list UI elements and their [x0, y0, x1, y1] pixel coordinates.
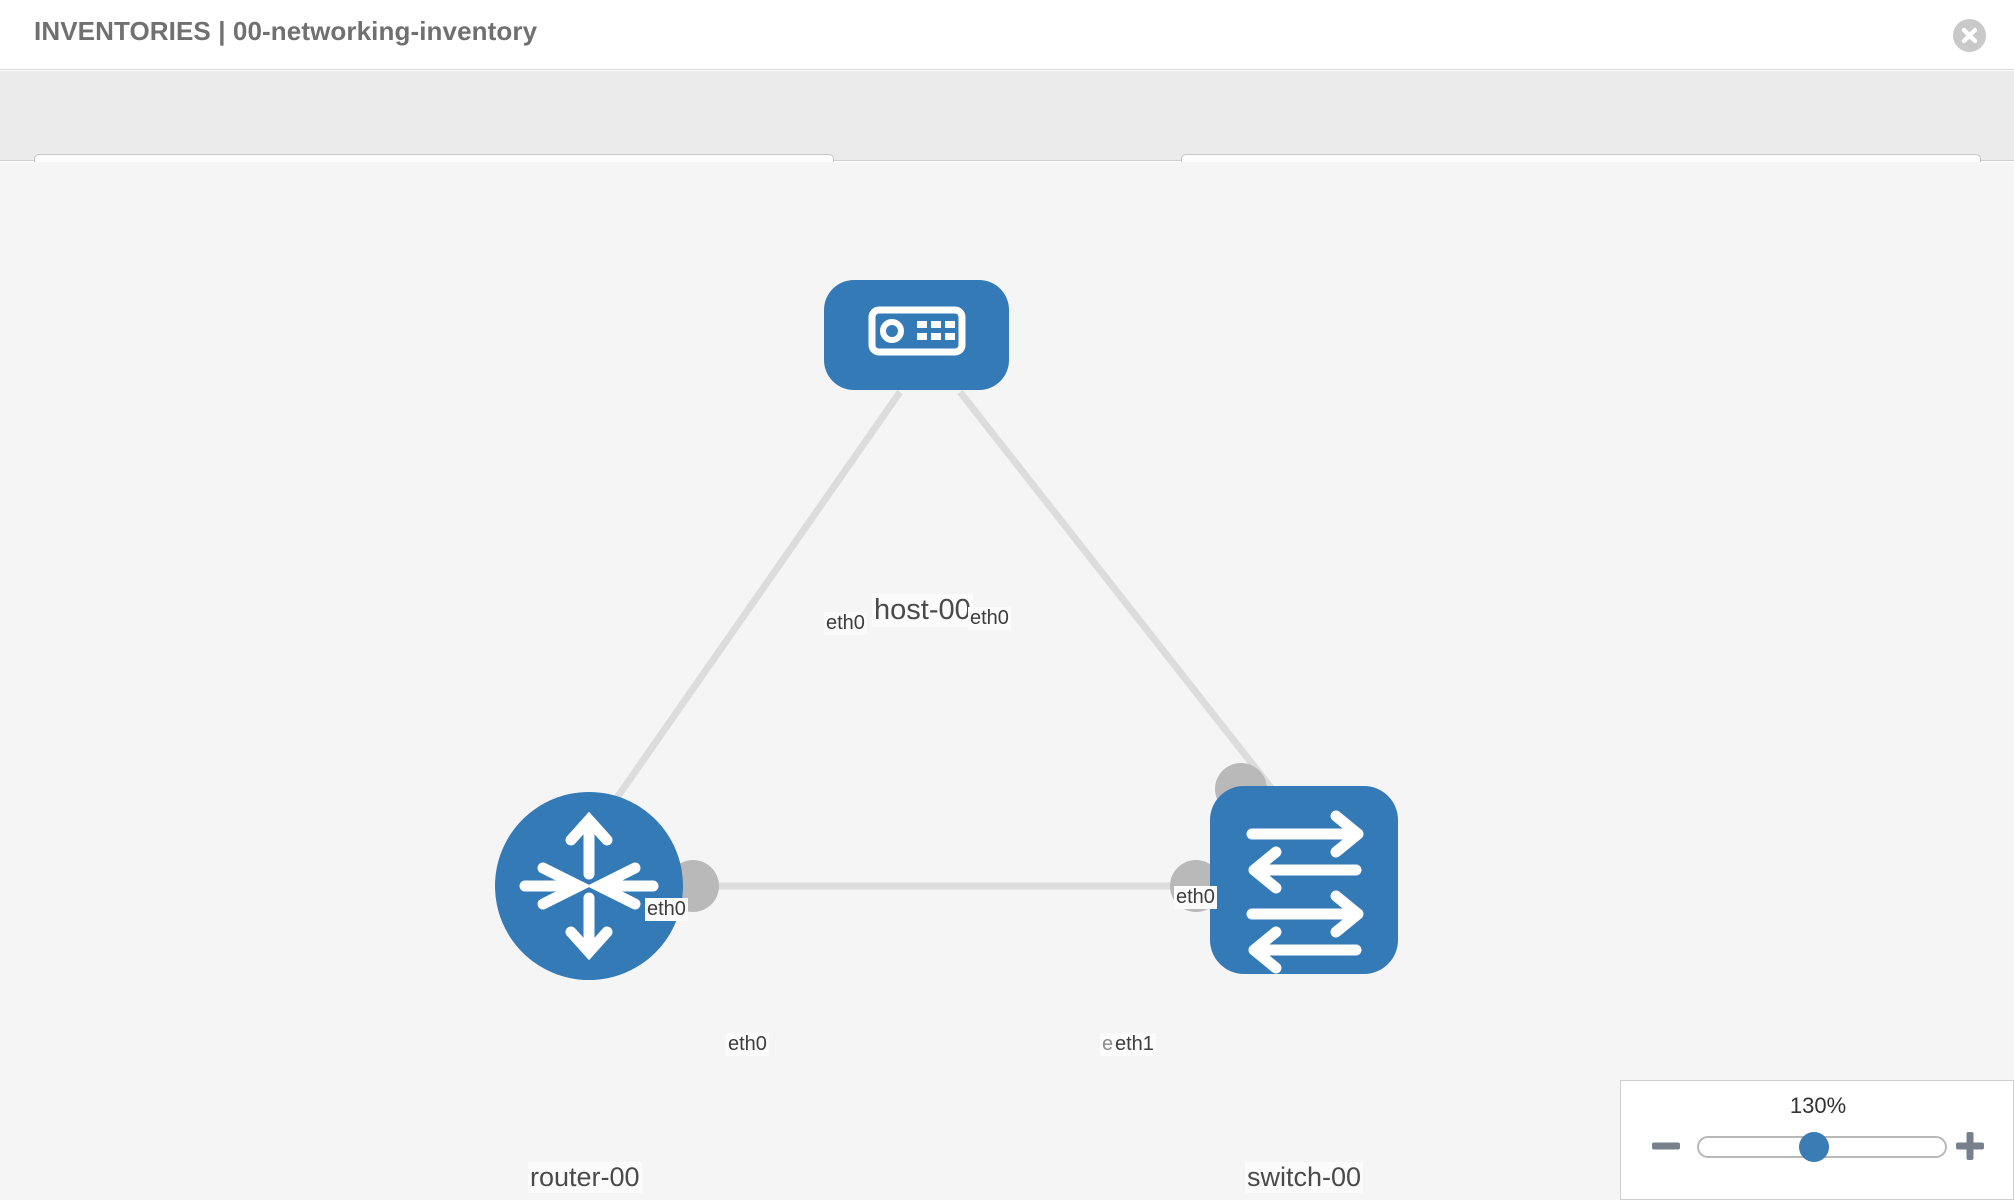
router-arrows-icon [519, 811, 659, 961]
toolbar: ACTIONS SEARC [0, 71, 2014, 209]
plus-icon[interactable] [1953, 1129, 1987, 1163]
iface-label-router-up: eth0 [645, 898, 688, 921]
close-icon[interactable] [1953, 19, 1986, 52]
page-header: INVENTORIES | 00-networking-inventory [0, 0, 2014, 70]
zoom-slider-thumb[interactable] [1799, 1132, 1829, 1162]
zoom-control-panel: 130% [1620, 1080, 2014, 1200]
iface-label-switch-up: eth0 [1174, 886, 1217, 909]
node-label-switch-00: switch-00 [1245, 1162, 1364, 1193]
node-switch-00 [1210, 786, 1398, 974]
server-icon [868, 306, 966, 356]
topology-links [604, 389, 1293, 890]
iface-label-switch-left: eth1 [1113, 1033, 1156, 1056]
iface-label-host-left: eth0 [824, 612, 867, 635]
switch-arrows-icon [1246, 810, 1364, 974]
node-host-00 [824, 280, 1009, 390]
node-host-00-shape [824, 280, 1009, 390]
node-label-host-00: host-00 [872, 594, 973, 627]
topology-canvas[interactable]: host-00 router-00 switch-00 eth0 eth0 et… [0, 162, 2014, 1200]
page-title: INVENTORIES | 00-networking-inventory [34, 16, 538, 46]
iface-label-router-right: eth0 [726, 1033, 769, 1056]
minus-icon[interactable] [1649, 1129, 1683, 1163]
link-host-switch [957, 389, 1293, 815]
zoom-level-value: 130% [1789, 1093, 1847, 1118]
node-router-00 [495, 792, 683, 980]
link-host-router [604, 389, 903, 815]
node-label-router-00: router-00 [528, 1162, 642, 1193]
iface-label-host-right: eth0 [968, 607, 1011, 630]
